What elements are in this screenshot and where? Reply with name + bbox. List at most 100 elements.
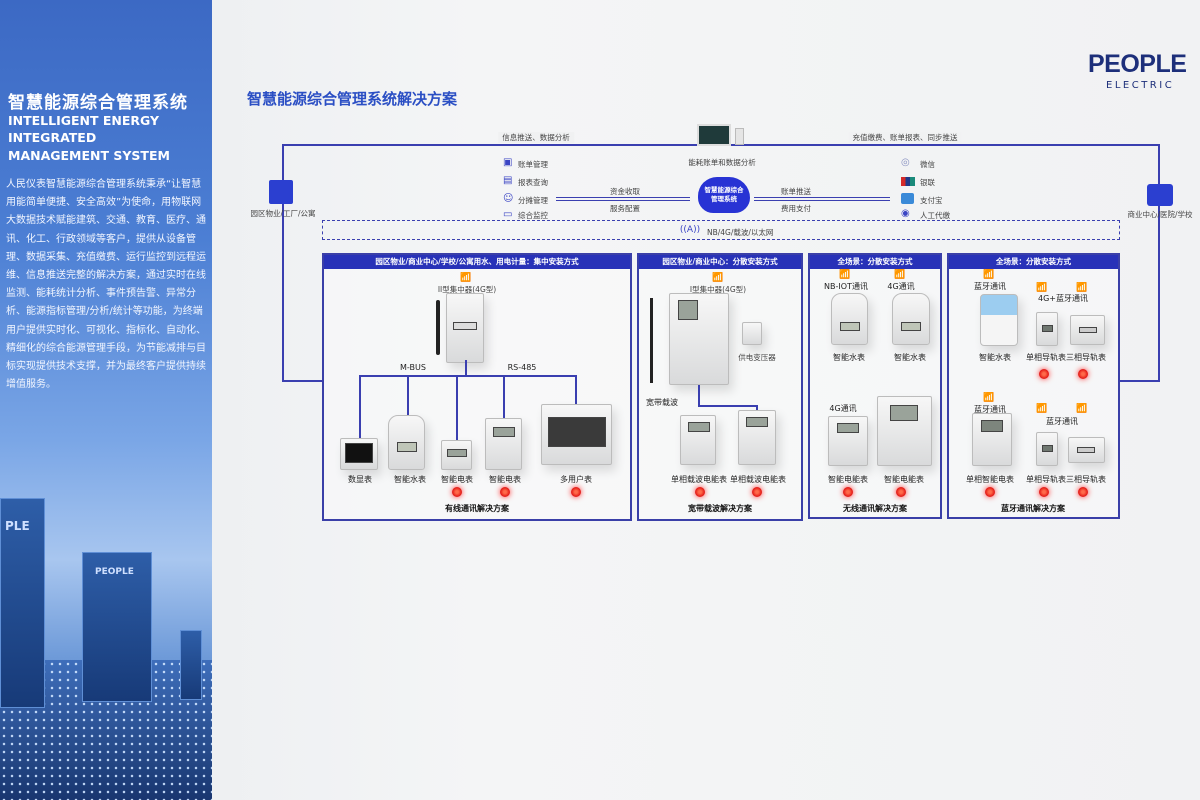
brand-logo-sub: ELECTRIC [1106, 80, 1175, 91]
electric-meter [485, 418, 522, 470]
antenna-cable [650, 298, 653, 383]
store-icon [1147, 184, 1173, 206]
wifi-icon: 📶 [839, 270, 851, 280]
left-node-label: 园区物业/工厂/公寓 [250, 209, 316, 218]
electric-meter [877, 396, 932, 466]
red-button[interactable] [452, 487, 462, 497]
panel-header: 园区物业/商业中心：分散安装方式 [639, 255, 801, 269]
panel-header: 园区物业/商业中心/学校/公寓用水、用电计量：集中安装方式 [324, 255, 630, 269]
building-icon [269, 180, 293, 204]
red-button[interactable] [1039, 369, 1049, 379]
red-button[interactable] [1078, 369, 1088, 379]
left-link-line [282, 380, 323, 382]
monitor-small-icon: ▭ [503, 209, 513, 220]
device-label: 数显表 [348, 475, 372, 484]
bus-line [359, 375, 576, 377]
top-left-label: 信息推送、数据分析 [498, 132, 574, 143]
function-item: 分摊管理 [518, 196, 548, 205]
alipay-icon [901, 193, 914, 204]
payment-item: 人工代缴 [920, 211, 950, 220]
red-button[interactable] [896, 487, 906, 497]
red-button[interactable] [752, 487, 762, 497]
device-label: 智能水表 [833, 353, 865, 362]
wifi-icon: 📶 [983, 270, 995, 280]
comm-label: 蓝牙通讯 [1046, 417, 1078, 426]
transformer-device [742, 322, 762, 345]
wifi-icon: 📶 [894, 270, 906, 280]
panel-footer: 有线通讯解决方案 [445, 504, 509, 513]
top-right-label: 充值缴费、账单报表、同步推送 [848, 132, 962, 143]
panel-footer: 宽带载波解决方案 [688, 504, 752, 513]
device-label: 智能水表 [394, 475, 426, 484]
network-label: NB/4G/载波/以太网 [707, 228, 774, 237]
bus-line [698, 405, 758, 407]
red-button[interactable] [1039, 487, 1049, 497]
unionpay-icon [901, 177, 915, 186]
water-meter [388, 415, 425, 470]
device-label: 三相导轨表 [1066, 475, 1106, 484]
diagram-title: 智慧能源综合管理系统解决方案 [247, 90, 458, 108]
network-bus [322, 220, 1120, 240]
red-button[interactable] [1078, 487, 1088, 497]
wifi-icon: 📶 [460, 273, 472, 283]
arrow-label: 资金收取 [610, 187, 640, 196]
building-sign: PEOPLE [95, 567, 134, 577]
mbus-label: M-BUS [400, 363, 426, 372]
transformer-label: 供电变压器 [738, 353, 776, 362]
device-label: 单相导轨表 [1026, 353, 1066, 362]
concentrator-label: I型集中器(4G型) [689, 285, 747, 294]
wifi-icon: 📶 [1076, 283, 1088, 293]
wifi-icon: 📶 [712, 273, 724, 283]
three-phase-rail-meter [1070, 315, 1105, 345]
carrier-label: 宽带载波 [646, 398, 678, 407]
arrow-right [556, 197, 690, 198]
bus-line [503, 375, 505, 418]
wechat-icon: ◎ [901, 157, 910, 168]
bus-line [698, 385, 700, 405]
red-button[interactable] [695, 487, 705, 497]
right-link-line [1158, 144, 1160, 381]
three-phase-rail-meter [1068, 437, 1105, 463]
comm-label: 4G+蓝牙通讯 [1038, 294, 1088, 303]
comm-label: 4G通讯 [887, 282, 915, 291]
electric-meter [828, 416, 868, 466]
device-label: 智能水表 [894, 353, 926, 362]
comm-label: NB-IOT通讯 [824, 282, 868, 291]
arrow-left [754, 200, 890, 201]
red-button[interactable] [571, 487, 581, 497]
user-icon: ☺ [503, 193, 514, 204]
intro-english-2: INTEGRATED [8, 130, 97, 145]
cashier-icon: ◉ [901, 208, 910, 219]
multi-user-meter [541, 404, 612, 465]
single-phase-rail-meter [1036, 432, 1058, 466]
single-phase-rail-meter [1036, 312, 1058, 346]
red-button[interactable] [985, 487, 995, 497]
red-button[interactable] [843, 487, 853, 497]
carrier-meter [680, 415, 716, 465]
intro-english-3: MANAGEMENT SYSTEM [8, 148, 170, 163]
arrow-label: 服务配置 [610, 204, 640, 213]
intro-panel: 智慧能源综合管理系统 INTELLIGENT ENERGY INTEGRATED… [0, 0, 212, 800]
bluetooth-water-meter [980, 294, 1018, 346]
monitor-label: 能耗账单和数据分析 [688, 158, 756, 167]
report-icon: ▤ [503, 175, 513, 186]
panel-bluetooth: 全场景：分散安装方式 [947, 253, 1120, 519]
device-label: 单相导轨表 [1026, 475, 1066, 484]
building: PEOPLE [82, 552, 152, 702]
intro-english-1: INTELLIGENT ENERGY [8, 113, 160, 128]
water-meter [892, 293, 930, 345]
intro-title: 智慧能源综合管理系统 [8, 93, 188, 113]
bill-icon: ▣ [503, 157, 513, 168]
payment-item: 微信 [920, 160, 935, 169]
water-meter [831, 293, 868, 345]
building-sign: PLE [5, 519, 30, 533]
device-label: 多用户表 [560, 475, 592, 484]
payment-item: 支付宝 [920, 196, 943, 205]
bus-line [465, 360, 467, 375]
arrow-label: 账单推送 [781, 187, 811, 196]
wifi-icon: 📶 [1076, 404, 1088, 414]
wifi-icon: 📶 [983, 393, 995, 403]
panel-header: 全场景：分散安装方式 [949, 255, 1118, 269]
red-button[interactable] [500, 487, 510, 497]
right-link-line [1120, 380, 1160, 382]
